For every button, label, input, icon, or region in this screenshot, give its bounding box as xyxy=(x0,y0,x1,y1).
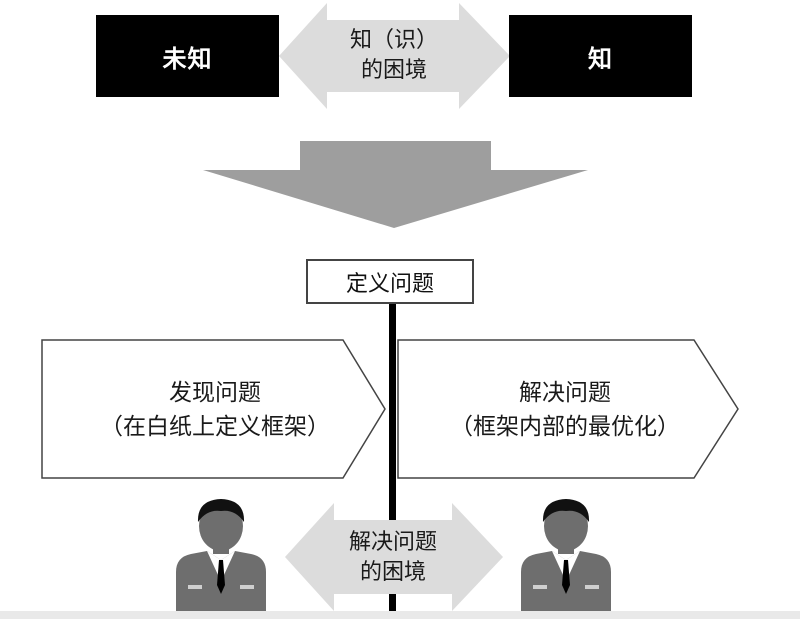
unknown-label: 未知 xyxy=(162,44,213,73)
solve-problem-subtitle: （框架内部的最优化） xyxy=(450,414,680,440)
bottom-strip xyxy=(0,611,800,619)
knowledge-dilemma-line1: 知（识） xyxy=(349,28,438,53)
discover-problem-subtitle: （在白纸上定义框架） xyxy=(100,414,330,440)
knowledge-dilemma-text: 知（识） 的困境 xyxy=(329,26,459,86)
person-icon xyxy=(176,499,266,611)
solving-dilemma-text: 解决问题 的困境 xyxy=(333,528,453,588)
left-pentagon xyxy=(41,339,386,479)
top-double-arrow xyxy=(279,3,510,109)
down-arrow xyxy=(203,141,588,228)
right-pentagon xyxy=(397,339,739,479)
solve-problem-title: 解决问题 xyxy=(519,380,611,406)
vertical-divider xyxy=(389,303,396,611)
bottom-double-arrow xyxy=(285,503,503,611)
unknown-box: 未知 xyxy=(96,15,279,97)
known-box: 知 xyxy=(509,15,692,97)
person-icon xyxy=(521,499,611,611)
known-label: 知 xyxy=(588,44,613,73)
solve-problem-text: 解决问题 （框架内部的最优化） xyxy=(410,376,720,444)
solving-dilemma-line2: 的困境 xyxy=(359,560,426,585)
define-problem-box: 定义问题 xyxy=(306,259,474,304)
discover-problem-title: 发现问题 xyxy=(169,380,261,406)
solving-dilemma-line1: 解决问题 xyxy=(348,530,437,555)
define-problem-label: 定义问题 xyxy=(345,271,434,297)
knowledge-dilemma-line2: 的困境 xyxy=(360,58,427,83)
discover-problem-text: 发现问题 （在白纸上定义框架） xyxy=(60,376,370,444)
